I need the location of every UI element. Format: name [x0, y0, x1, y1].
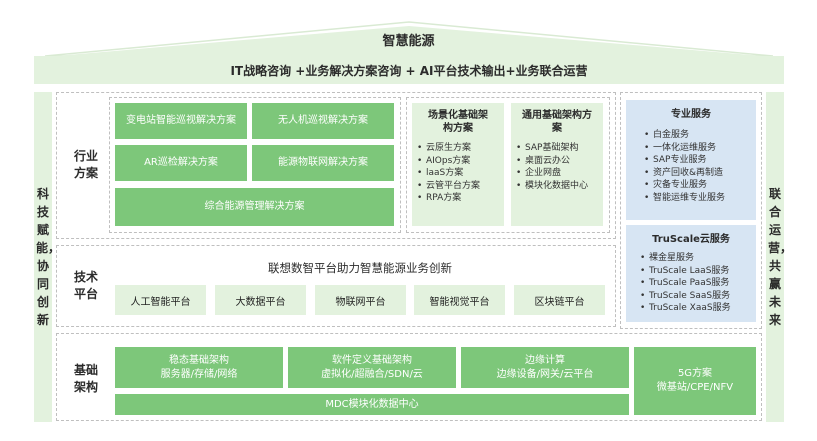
list-item: TruScale XaaS服务 [640, 302, 756, 315]
service-section [620, 92, 762, 329]
pro-service-list: 白金服务 一体化运维服务 SAP专业服务 资产回收&再制造 灾备专业服务 智能运… [626, 129, 756, 205]
general-solution-card: 通用基础架构方案 SAP基础架构 桌面云办公 企业网盘 模块化数据中心 [511, 103, 603, 226]
solution-box-drone: 无人机巡视解决方案 [252, 103, 394, 139]
infra-box-5g-title: 5G方案 [677, 368, 713, 379]
infra-box-sds-detail: 虚拟化/超融合/SDN/云 [321, 368, 423, 380]
list-item: TruScale LaaS服务 [640, 265, 756, 278]
list-item: 灾备专业服务 [644, 179, 756, 192]
list-item: 白金服务 [644, 129, 756, 142]
consulting-bar: IT战略咨询 +业务解决方案咨询 + AI平台技术输出+业务联合运营 [34, 56, 784, 84]
infra-label-wrap: 基础架构 [62, 355, 110, 403]
industry-section [56, 92, 616, 239]
truscale-card: TruScale云服务 裸金星服务 TruScale LaaS服务 TruSca… [626, 225, 756, 322]
infra-box-5g-detail: 微基站/CPE/NFV [656, 382, 734, 393]
list-item: 一体化运维服务 [644, 142, 756, 155]
infra-box-edge-title: 边缘计算 [525, 354, 565, 366]
list-item: TruScale PaaS服务 [640, 277, 756, 290]
truscale-list: 裸金星服务 TruScale LaaS服务 TruScale PaaS服务 Tr… [626, 252, 756, 315]
scene-solution-list: 云原生方案 AIOps方案 laaS方案 云管平台方案 RPA方案 [412, 142, 504, 205]
infra-box-mdc: MDC模块化数据中心 [115, 394, 629, 415]
platform-ai: 人工智能平台 [115, 285, 206, 315]
scene-solution-card: 场景化基础架构方案 云原生方案 AIOps方案 laaS方案 云管平台方案 RP… [412, 103, 504, 226]
tech-label-wrap: 技术平台 [62, 262, 110, 310]
tech-platform-title: 联想数智平台助力智慧能源业务创新 [268, 261, 452, 275]
infra-label: 基础架构 [73, 363, 98, 394]
list-item: 云管平台方案 [417, 180, 504, 193]
truscale-title: TruScale云服务 [652, 234, 730, 245]
list-item: 智能运维专业服务 [644, 192, 756, 205]
list-item: SAP基础架构 [516, 142, 603, 155]
page-title: 智慧能源 [382, 33, 435, 49]
list-item: AIOps方案 [417, 155, 504, 168]
infra-box-edge-detail: 边缘设备/网关/云平台 [496, 368, 594, 380]
infra-box-edge: 边缘计算 边缘设备/网关/云平台 [461, 347, 629, 388]
pro-service-title: 专业服务 [671, 109, 711, 120]
list-item: 桌面云办公 [516, 155, 603, 168]
infra-box-steady: 稳态基础架构 服务器/存储/网络 [115, 347, 283, 388]
right-side-bar: 联合运营，共赢未来 [766, 92, 793, 422]
list-item: TruScale SaaS服务 [640, 290, 756, 303]
consulting-bar-text: IT战略咨询 +业务解决方案咨询 + AI平台技术输出+业务联合运营 [230, 63, 588, 78]
list-item: 资产回收&再制造 [644, 167, 756, 180]
industry-label-wrap: 行业方案 [62, 140, 110, 190]
list-item: 裸金星服务 [640, 252, 756, 265]
infra-section [56, 333, 762, 421]
right-side-label: 联合运营，共赢未来 [768, 187, 793, 327]
list-item: RPA方案 [417, 192, 504, 205]
solution-box-substation: 变电站智能巡视解决方案 [115, 103, 247, 139]
infra-solutions-group [406, 97, 610, 233]
solution-box-ar: AR巡检解决方案 [115, 145, 247, 181]
pro-service-card: 专业服务 白金服务 一体化运维服务 SAP专业服务 资产回收&再制造 灾备专业服… [626, 100, 756, 220]
infra-box-sds: 软件定义基础架构 虚拟化/超融合/SDN/云 [288, 347, 456, 388]
list-item: SAP专业服务 [644, 154, 756, 167]
solution-box-energy-mgmt: 综合能源管理解决方案 [115, 188, 394, 226]
industry-solutions-group [109, 97, 401, 233]
infra-box-sds-title: 软件定义基础架构 [332, 354, 412, 366]
general-solution-list: SAP基础架构 桌面云办公 企业网盘 模块化数据中心 [511, 142, 603, 192]
list-item: 云原生方案 [417, 142, 504, 155]
infra-box-steady-detail: 服务器/存储/网络 [160, 368, 238, 380]
left-side-label: 科技赋能，协同创新 [36, 187, 61, 327]
list-item: laaS方案 [417, 167, 504, 180]
list-item: 模块化数据中心 [516, 180, 603, 193]
industry-label: 行业方案 [73, 149, 98, 180]
tech-label: 技术平台 [73, 270, 98, 301]
platform-bigdata: 大数据平台 [215, 285, 306, 315]
list-item: 企业网盘 [516, 167, 603, 180]
platform-blockchain: 区块链平台 [514, 285, 605, 315]
solution-box-iot: 能源物联网解决方案 [252, 145, 394, 181]
platform-vision: 智能视觉平台 [414, 285, 505, 315]
infra-box-5g: 5G方案 微基站/CPE/NFV [634, 347, 756, 415]
left-side-bar: 科技赋能，协同创新 [34, 92, 61, 422]
infra-box-steady-title: 稳态基础架构 [169, 354, 229, 366]
tech-section [56, 245, 616, 327]
scene-solution-title: 场景化基础架构方案 [428, 110, 488, 134]
general-solution-title: 通用基础架构方案 [522, 110, 592, 134]
platform-iot: 物联网平台 [315, 285, 406, 315]
